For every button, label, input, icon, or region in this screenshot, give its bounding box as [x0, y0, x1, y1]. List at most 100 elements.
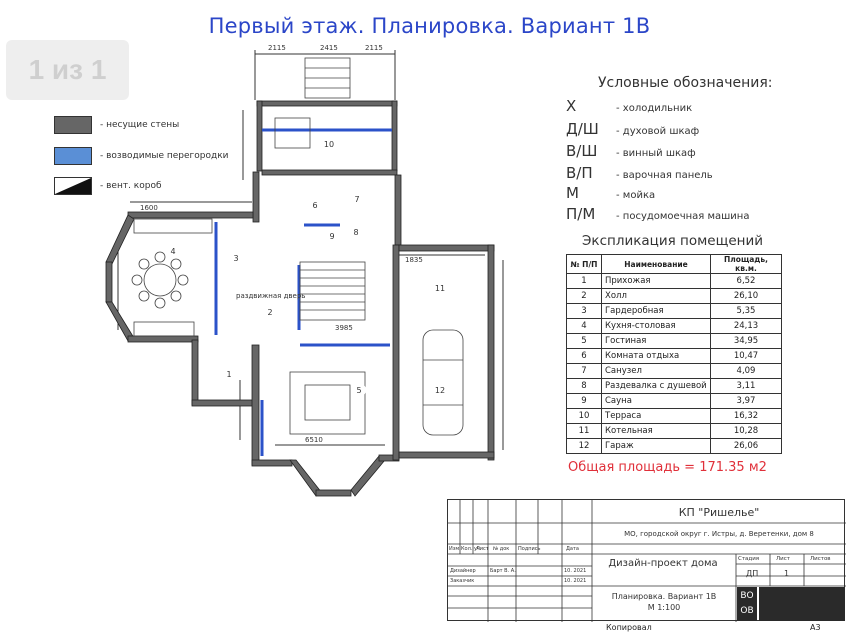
row-number: 2 [566, 288, 602, 304]
convention-label: - варочная панель [616, 170, 713, 181]
convention-label: - винный шкаф [616, 148, 696, 159]
room-name: Кухня-столовая [601, 318, 711, 334]
legend-wall-label: - несущие стены [100, 120, 180, 130]
room-number: 11 [435, 284, 445, 293]
stamp-header: № док [493, 546, 510, 552]
format-label: А3 [810, 623, 821, 632]
studio-logo: ВО ОВ [737, 587, 757, 621]
designer-name: Барт В. А. [490, 568, 516, 574]
room-area: 3,97 [710, 393, 782, 409]
convention-symbol: В/Ш [566, 142, 598, 160]
logo-banner [759, 587, 845, 621]
room-area: 4,09 [710, 363, 782, 379]
legend-partition-label: - возводимые перегородки [100, 151, 229, 161]
column-header: Площадь, кв.м. [710, 254, 782, 274]
room-name: Терраса [601, 408, 711, 424]
room-area: 5,35 [710, 303, 782, 319]
row-number: 9 [566, 393, 602, 409]
convention-row: М - мойка [566, 184, 776, 202]
row-number: 5 [566, 333, 602, 349]
page-counter: 1 из 1 [6, 40, 129, 100]
convention-symbol: Х [566, 97, 577, 115]
customer-role: Заказчик [450, 578, 475, 584]
column-header: Наименование [601, 254, 711, 274]
room-number: 8 [353, 228, 358, 237]
sheets-label: Листов [810, 556, 831, 562]
room-name: Гостиная [601, 333, 711, 349]
room-number: 6 [312, 201, 317, 210]
dim-label: 2115 [365, 44, 383, 52]
room-name: Холл [601, 288, 711, 304]
room-name: Комната отдыха [601, 348, 711, 364]
room-name: Гардеробная [601, 303, 711, 319]
total-area: Общая площадь = 171.35 м2 [568, 460, 767, 475]
wall-swatch [54, 116, 92, 134]
room-area: 24,13 [710, 318, 782, 334]
room-name: Раздевалка с душевой [601, 378, 711, 394]
drawing-name: Планировка. Вариант 1В [611, 592, 717, 601]
stamp-header: Изм. [449, 546, 461, 552]
convention-symbol: М [566, 184, 579, 202]
sliding-door-label: раздвижная дверь [236, 292, 305, 300]
explication-title: Экспликация помещений [582, 233, 764, 249]
dim-label: 6510 [305, 436, 323, 444]
designer-role: Дизайнер [450, 568, 476, 574]
legend-partition: - возводимые перегородки [54, 147, 229, 165]
room-number: 10 [324, 140, 334, 149]
row-number: 7 [566, 363, 602, 379]
company-name: КП "Ришелье" [678, 506, 760, 519]
room-area: 34,95 [710, 333, 782, 349]
room-number: 4 [170, 247, 175, 256]
stamp-header: Дата [566, 546, 579, 552]
room-area: 10,47 [710, 348, 782, 364]
legend-vent-label: - вент. короб [100, 181, 162, 191]
vent-swatch [54, 177, 92, 195]
convention-row: В/П- варочная панель [566, 164, 776, 182]
title-block-grid [448, 500, 846, 622]
row-number: 3 [566, 303, 602, 319]
room-area: 10,28 [710, 423, 782, 439]
room-name: Санузел [601, 363, 711, 379]
table-header-row: № П/П Наименование Площадь, кв.м. [566, 254, 782, 274]
partition-swatch [54, 147, 92, 165]
row-number: 10 [566, 408, 602, 424]
legend-wall: - несущие стены [54, 116, 179, 134]
conventions-title: Условные обозначения: [598, 75, 773, 91]
stamp-header: Кол. уч [461, 546, 480, 552]
page-title: Первый этаж. Планировка. Вариант 1В [208, 14, 651, 38]
sheet-label: Лист [776, 556, 790, 562]
column-header: № П/П [566, 254, 602, 274]
room-number: 5 [356, 386, 361, 395]
room-name: Сауна [601, 393, 711, 409]
dim-label: 3985 [335, 324, 353, 332]
room-name: Гараж [601, 438, 711, 454]
room-number: 1 [226, 370, 231, 379]
room-area: 16,32 [710, 408, 782, 424]
convention-label: - духовой шкаф [616, 126, 700, 137]
convention-row: Х- холодильник [566, 97, 776, 115]
row-number: 8 [566, 378, 602, 394]
convention-label: - мойка [616, 190, 656, 201]
sheet-value: 1 [784, 569, 790, 578]
row-number: 11 [566, 423, 602, 439]
title-block: КП "Ришелье" МО, городской округ г. Истр… [447, 499, 846, 622]
row-number: 1 [566, 273, 602, 289]
convention-symbol: П/М [566, 205, 596, 223]
site-address: МО, городской округ г. Истры, д. Веретен… [624, 530, 814, 538]
convention-row: В/Ш - винный шкаф [566, 142, 776, 160]
room-area: 26,06 [710, 438, 782, 454]
drawing-scale: М 1:100 [647, 603, 681, 612]
convention-row: П/М- посудомоечная машина [566, 205, 776, 223]
room-number: 7 [354, 195, 359, 204]
